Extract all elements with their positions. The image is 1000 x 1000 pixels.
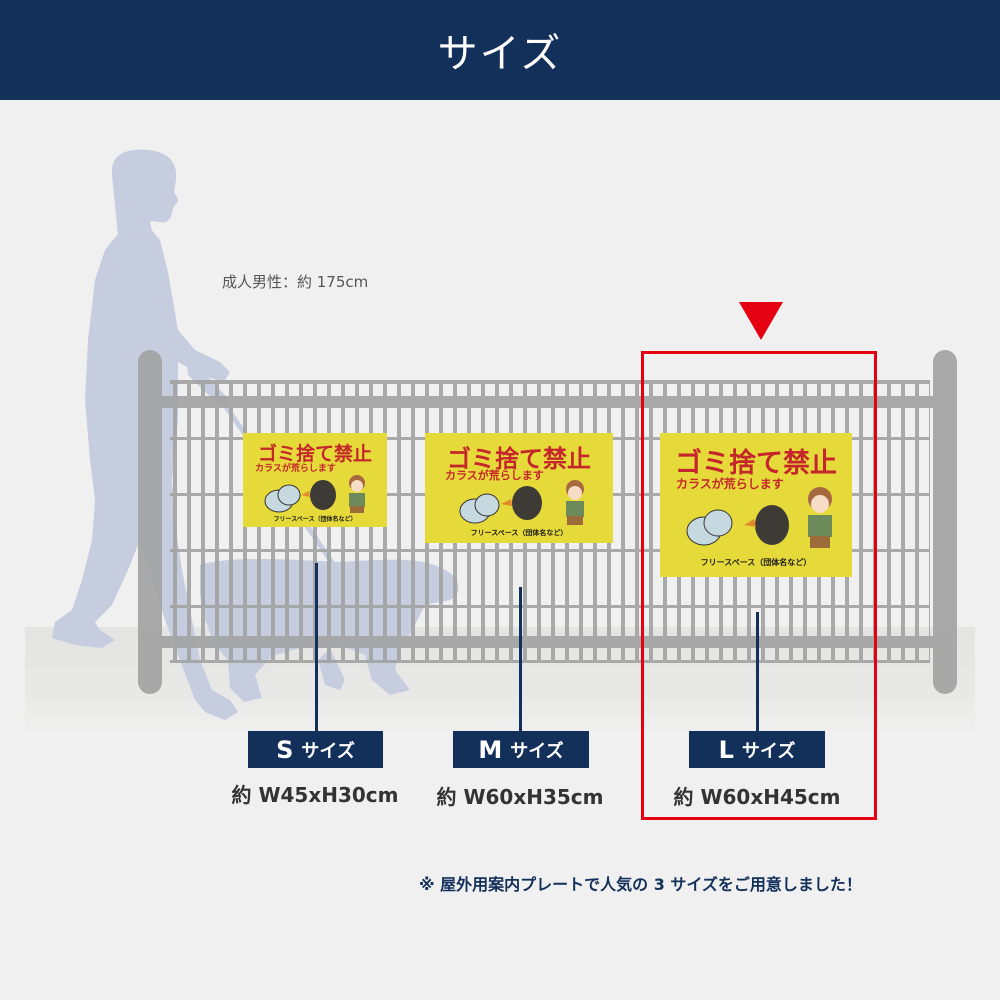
header-bar: サイズ (0, 0, 1000, 100)
dimensions-s: 約 W45xH30cm (231, 783, 399, 807)
reference-height-label: 成人男性：約 175cm (222, 273, 369, 291)
size-comparison-scene: 成人男性：約 175cm (0, 100, 1000, 1000)
footnote: ※ 屋外用案内プレートで人気の 3 サイズをご用意しました！ (419, 875, 862, 894)
poster-large: ゴミ捨て禁止 カラスが荒らします フリースペース（団体名など） (660, 433, 852, 577)
stem-medium (519, 587, 522, 731)
crow-garbage-illustration-icon (264, 475, 365, 513)
dimensions-l: 約 W60xH45cm (673, 785, 841, 809)
down-triangle-icon (739, 302, 783, 340)
stem-small (315, 563, 318, 731)
size-label-m: M サイズ (453, 731, 589, 768)
poster-medium: ゴミ捨て禁止 カラスが荒らします フリースペース（団体名など） (425, 433, 613, 543)
recommended-highlight-box (641, 351, 877, 820)
crow-garbage-illustration-icon (459, 480, 584, 525)
page-title: サイズ (437, 31, 563, 77)
size-label-l: L サイズ (689, 731, 825, 768)
size-label-s: S サイズ (248, 731, 383, 768)
stem-large (756, 612, 759, 731)
poster-small: ゴミ捨て禁止 カラスが荒らします フリースペース（団体名など） (243, 433, 387, 527)
dimensions-m: 約 W60xH35cm (436, 785, 604, 809)
crow-garbage-illustration-icon (686, 487, 832, 548)
